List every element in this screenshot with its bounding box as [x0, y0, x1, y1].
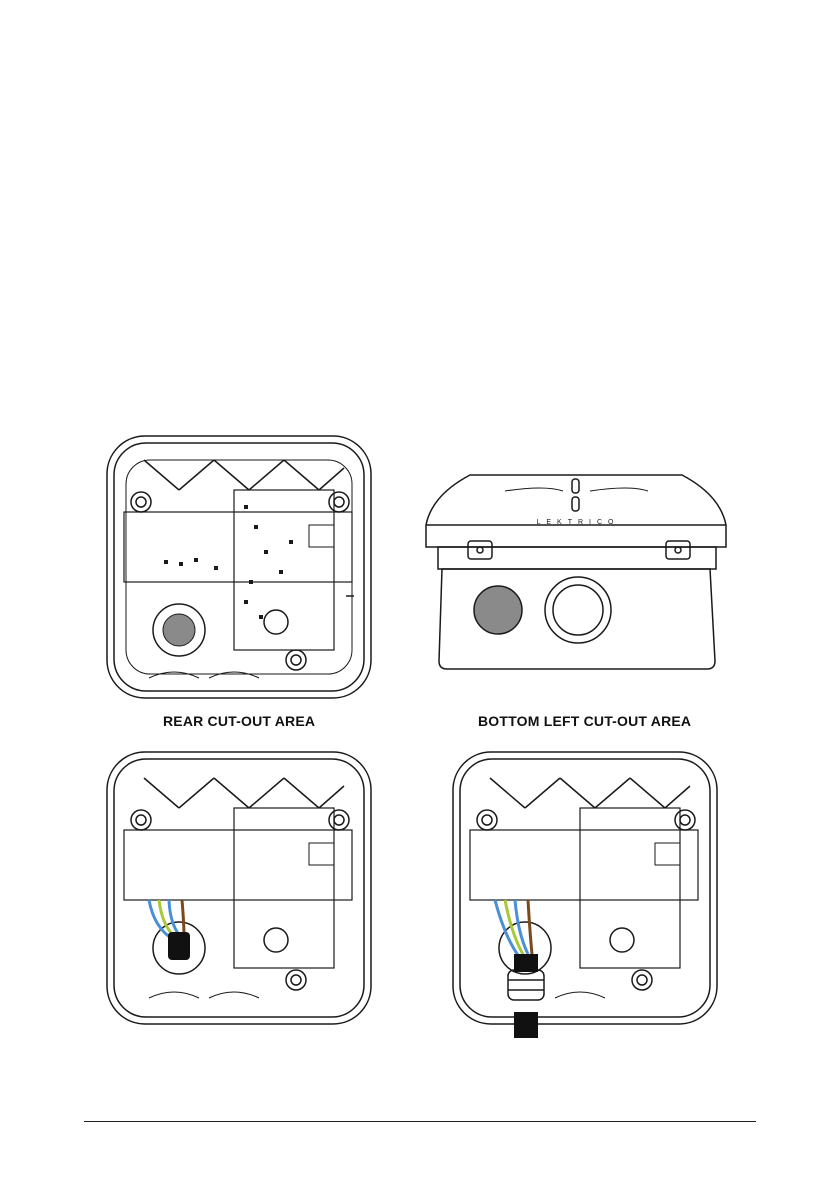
rear-cutout-caption: REAR CUT-OUT AREA [163, 713, 315, 729]
side-logo-text: LEKTRICO [536, 519, 619, 526]
bottom-left-cutout-caption: BOTTOM LEFT CUT-OUT AREA [478, 713, 691, 729]
enclosure-rear-wired [104, 748, 374, 1033]
footer-rule [84, 1121, 756, 1122]
enclosure-rear-view [104, 430, 374, 700]
enclosure-bottom-left-wired [450, 748, 720, 1040]
enclosure-side-view: LEKTRICO [420, 465, 732, 677]
